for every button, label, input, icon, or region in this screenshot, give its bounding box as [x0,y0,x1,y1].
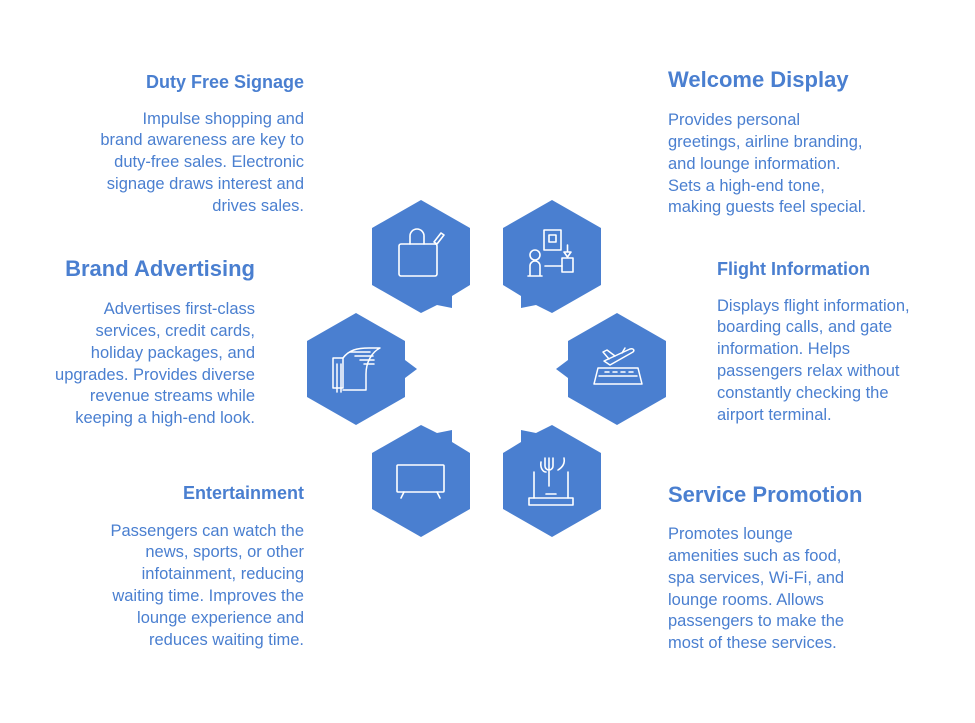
brand-advertising-text: Advertises first-class services, credit … [55,300,255,428]
duty-free-signage-text: Impulse shopping and brand awareness are… [100,109,304,215]
entertainment-title: Entertainment [182,483,304,503]
brand-advertising-hexagon [307,313,417,425]
service-promotion-title: Service Promotion [668,482,863,507]
duty-free-signage-block: Duty Free Signage Impulse shopping and b… [40,72,304,218]
dining-tray-icon [528,457,574,506]
airplane-takeoff-icon [593,347,643,385]
flight-information-hexagon [556,313,666,425]
flight-information-block: Flight Information Displays flight infor… [717,259,967,426]
television-icon [396,464,445,499]
flight-information-title: Flight Information [717,259,870,279]
welcome-display-block: Welcome Display Provides personal greeti… [668,67,948,219]
entertainment-text: Passengers can watch the news, sports, o… [110,521,304,649]
brand-advertising-title: Brand Advertising [65,256,255,281]
welcome-display-hexagon [503,200,601,313]
welcome-display-title: Welcome Display [668,67,849,92]
brand-advertising-block: Brand Advertising Advertises first-class… [20,256,255,430]
welcome-display-text: Provides personal greetings, airline bra… [668,111,867,217]
brochure-icon [332,347,381,393]
service-promotion-text: Promotes lounge amenities such as food, … [668,525,845,653]
reception-desk-icon [527,229,574,277]
duty-free-signage-title: Duty Free Signage [145,72,304,92]
entertainment-hexagon [372,425,470,537]
flight-information-text: Displays flight information, boarding ca… [717,296,910,424]
shopping-bag-icon [398,228,445,277]
service-promotion-hexagon [503,425,601,537]
duty-free-hexagon [372,200,470,313]
entertainment-block: Entertainment Passengers can watch the n… [40,483,304,651]
service-promotion-block: Service Promotion Promotes lounge amenit… [668,482,928,655]
